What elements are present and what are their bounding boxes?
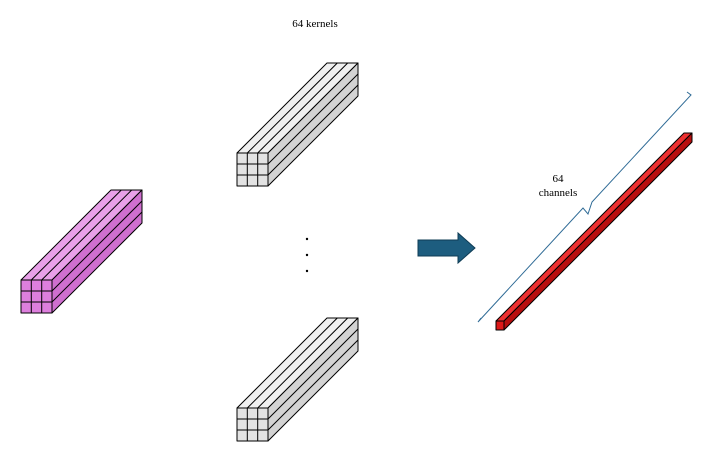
kernel-bottom-front-face [236,407,269,442]
ellipsis-dots [305,237,309,273]
output-top-face [495,132,693,322]
channels-word: channels [538,187,578,199]
kernel-top-front-face [236,152,269,187]
output-feature-map [495,132,693,331]
output-front-face [495,320,505,331]
kernel-top [236,62,359,187]
input-tensor-front-face [20,279,53,314]
kernel-bottom [236,317,359,442]
channels-brace [477,91,692,323]
output-side-face [503,132,693,331]
input-tensor [20,189,143,314]
kernels-label: 64 kernels [292,18,338,30]
arrow-right-icon [417,231,476,265]
channels-label: 64 channels [528,172,588,200]
channels-count: 64 [552,173,564,185]
